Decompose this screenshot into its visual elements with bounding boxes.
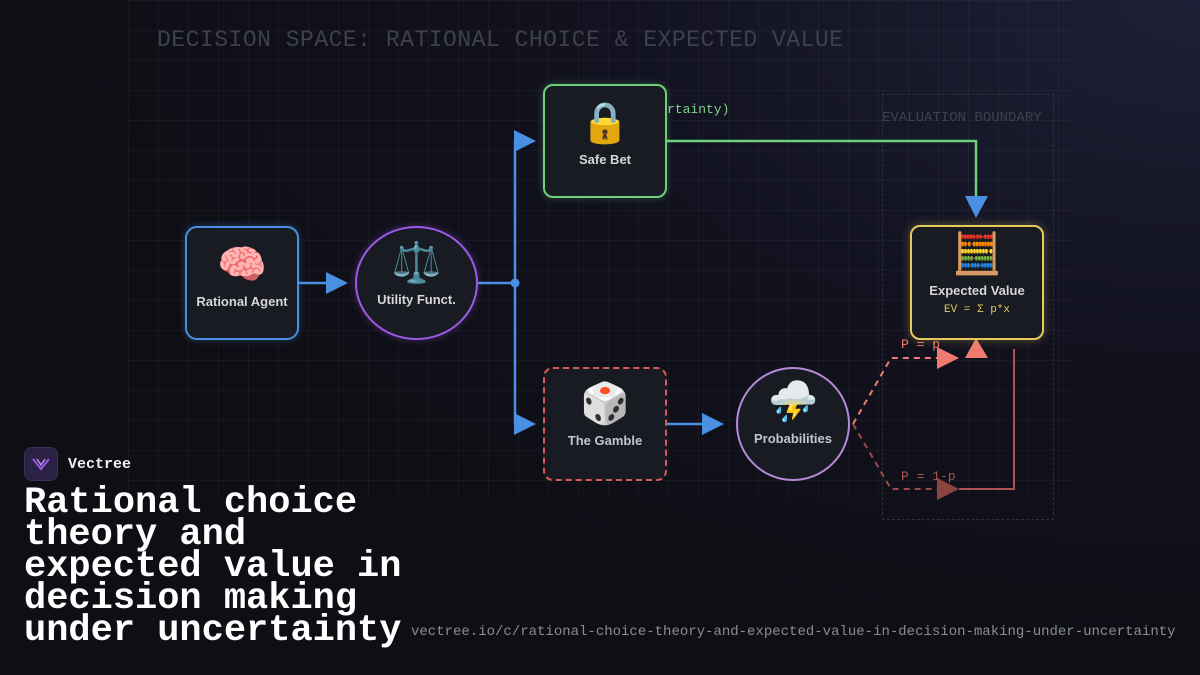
certainty-label: rtainty) (667, 102, 730, 117)
evaluation-boundary (882, 94, 1054, 520)
node-utility-function: ⚖️ Utility Funct. (355, 226, 478, 340)
arrowhead-branch-p (937, 347, 959, 369)
arrowhead-to-probabilities (702, 413, 724, 435)
lock-icon: 🔒 (580, 100, 630, 146)
arrowhead-agent-utility (326, 272, 348, 294)
node-probabilities: ⛈️ Probabilities (736, 367, 850, 481)
abacus-icon: 🧮 (952, 231, 1002, 277)
arrowhead-to-gamble (514, 413, 536, 435)
node-label: Probabilities (753, 431, 833, 446)
edge-safe-bet-ev (667, 139, 978, 200)
brand-name: Vectree (68, 455, 132, 473)
arrowhead-to-ev (965, 196, 988, 218)
node-label: Expected Value (929, 283, 1025, 298)
evaluation-boundary-label: EVALUATION BOUNDARY (882, 110, 1042, 126)
page-url[interactable]: vectree.io/c/rational-choice-theory-and-… (411, 624, 1176, 640)
edge-branch-p (852, 357, 942, 425)
arrowhead-return-to-ev (965, 338, 988, 358)
edge-branch-1-minus-p (852, 423, 942, 490)
brain-icon: 🧠 (217, 242, 267, 288)
arrowhead-branch-1-minus-p (937, 478, 959, 500)
edge-label-p: P = p (901, 337, 941, 352)
scales-icon: ⚖️ (391, 240, 442, 286)
storm-icon: ⛈️ (768, 379, 818, 425)
node-safe-bet: 🔒 Safe Bet (543, 84, 667, 198)
dice-icon: 🎲 (580, 381, 630, 427)
headline: Rational choice theory and expected valu… (24, 482, 402, 652)
node-label: Rational Agent (196, 294, 288, 309)
node-label: The Gamble (567, 433, 643, 448)
vectree-logo-icon (24, 447, 58, 481)
node-label: Safe Bet (578, 152, 632, 167)
ev-formula: EV = Σ p*x (943, 304, 1010, 316)
edge-label-1-minus-p: P = 1-p (901, 469, 956, 484)
node-expected-value: 🧮 Expected Value EV = Σ p*x (910, 225, 1044, 340)
diagram-title: DECISION SPACE: RATIONAL CHOICE & EXPECT… (157, 27, 844, 53)
node-rational-agent: 🧠 Rational Agent (185, 226, 299, 340)
node-label: Utility Funct. (377, 292, 456, 307)
brand: Vectree (24, 447, 131, 481)
node-the-gamble: 🎲 The Gamble (543, 367, 667, 481)
edge-return-to-ev (959, 349, 1015, 490)
arrowhead-to-safe-bet (514, 130, 536, 152)
